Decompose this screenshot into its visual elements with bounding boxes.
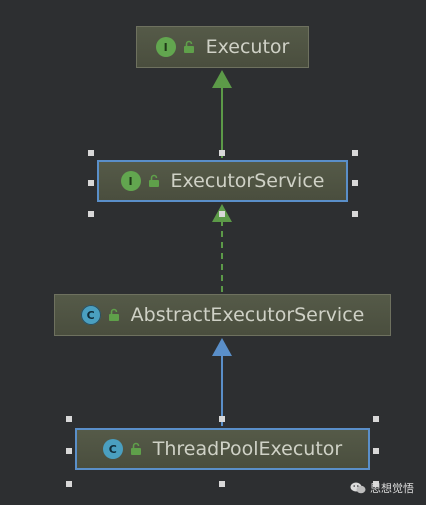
- selection-handle[interactable]: [219, 150, 225, 156]
- selection-handle[interactable]: [352, 180, 358, 186]
- lock-icon: [108, 308, 119, 321]
- selection-handle[interactable]: [66, 448, 72, 454]
- node-thread-pool-executor-label: ThreadPoolExecutor: [152, 438, 343, 460]
- inheritance-arrowhead: [212, 338, 232, 356]
- selection-handle[interactable]: [219, 416, 225, 422]
- inheritance-arrowhead: [212, 70, 232, 88]
- node-executor[interactable]: I Executor: [136, 26, 309, 68]
- watermark-text: 思想觉悟: [370, 482, 414, 495]
- watermark: 思想觉悟: [350, 480, 414, 496]
- node-abstract-executor-service-label: AbstractExecutorService: [130, 304, 365, 326]
- selection-handle[interactable]: [88, 180, 94, 186]
- node-executor-service[interactable]: I ExecutorService: [97, 160, 348, 202]
- lock-icon: [130, 442, 141, 455]
- lock-icon: [148, 174, 159, 187]
- selection-handle[interactable]: [373, 448, 379, 454]
- node-executor-service-label: ExecutorService: [170, 170, 325, 192]
- interface-badge-icon: I: [155, 37, 176, 57]
- selection-handle[interactable]: [219, 481, 225, 487]
- selection-handle[interactable]: [352, 150, 358, 156]
- selection-handle[interactable]: [373, 481, 379, 487]
- interface-badge-icon: I: [120, 171, 141, 191]
- node-abstract-executor-service[interactable]: C AbstractExecutorService: [54, 294, 391, 336]
- selection-handle[interactable]: [219, 211, 225, 217]
- abstract-class-badge-icon: C: [80, 305, 101, 325]
- node-thread-pool-executor[interactable]: C ThreadPoolExecutor: [75, 428, 370, 470]
- wechat-icon: [350, 482, 366, 494]
- selection-handle[interactable]: [88, 211, 94, 217]
- node-executor-label: Executor: [205, 36, 290, 58]
- selection-handle[interactable]: [88, 150, 94, 156]
- lock-icon: [183, 40, 194, 53]
- selection-handle[interactable]: [373, 416, 379, 422]
- selection-handle[interactable]: [66, 416, 72, 422]
- selection-handle[interactable]: [352, 211, 358, 217]
- class-badge-icon: C: [102, 439, 123, 459]
- selection-handle[interactable]: [66, 481, 72, 487]
